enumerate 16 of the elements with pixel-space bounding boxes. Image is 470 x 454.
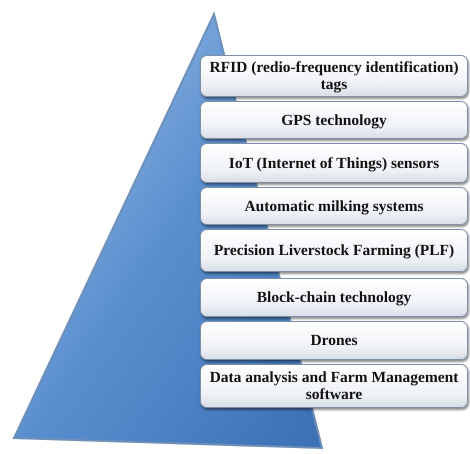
label-box	[200, 229, 468, 272]
label-box	[200, 143, 468, 183]
label-box	[200, 101, 468, 139]
item-text: RFID (redio-frequency identification) tags	[208, 59, 460, 93]
item-text: Block-chain technology	[256, 289, 412, 306]
label-box	[200, 364, 468, 408]
label-box	[200, 187, 468, 225]
item-text: Data analysis and Farm Management software	[208, 369, 460, 403]
label-box	[200, 321, 468, 360]
item-text: Drones	[309, 332, 359, 349]
item-text: GPS technology	[280, 112, 388, 128]
item-text: Precision Liverstock Farming (PLF)	[212, 242, 456, 259]
label-box	[200, 278, 468, 317]
item-text: Automatic milking systems	[243, 198, 425, 214]
label-box	[200, 55, 468, 97]
item-text: IoT (Internet of Things) sensors	[228, 154, 440, 172]
